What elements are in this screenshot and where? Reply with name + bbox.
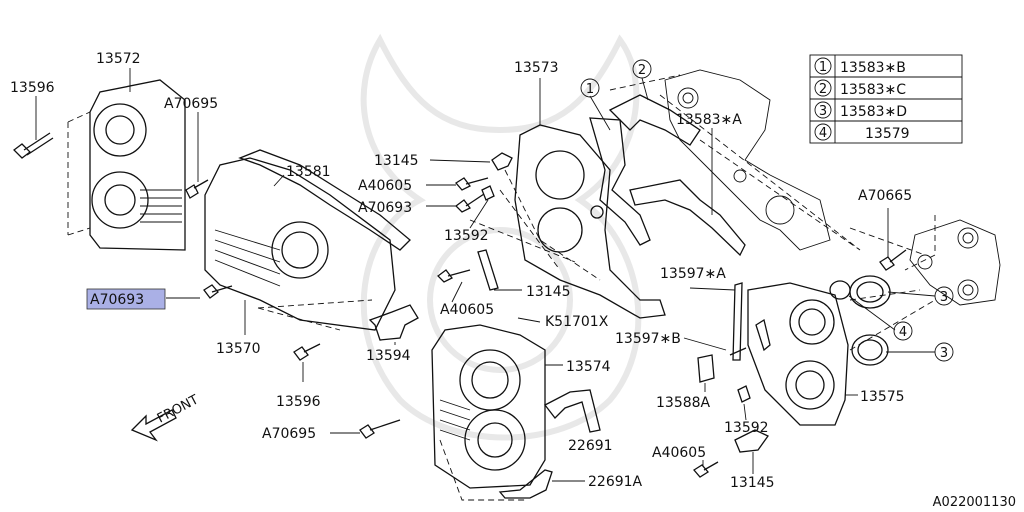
label-13596-upper[interactable]: 13596 (10, 80, 55, 96)
bracket-22691 (544, 389, 601, 433)
legend-num-4: 4 (819, 126, 827, 141)
gasket-13583-c (608, 94, 701, 146)
bracket-13594 (368, 304, 419, 341)
o-ring-13579 (829, 280, 851, 300)
label-13145-lower[interactable]: 13145 (730, 475, 775, 491)
figure-code: A022001130 (933, 495, 1016, 510)
watermark-emblem (360, 33, 642, 441)
bracket-22691a (498, 469, 553, 499)
label-a70693-center[interactable]: A70693 (358, 200, 412, 216)
label-k51701x[interactable]: K51701X (545, 314, 609, 330)
bolt-a40605-lower (693, 461, 719, 478)
callout-circle-1 (580, 78, 600, 98)
callout-circle-3a (934, 286, 954, 306)
legend-num-3: 3 (819, 104, 827, 119)
legend-num-1: 1 (819, 60, 827, 75)
bracket-13145-lower (734, 429, 769, 453)
bolt-a40605-upper (455, 177, 489, 191)
label-a70665[interactable]: A70665 (858, 188, 912, 204)
belt-cover-13573 (514, 124, 666, 319)
legend-part-3[interactable]: 13583∗D (840, 104, 907, 120)
bolt-13596-left (13, 132, 54, 159)
callout-4[interactable]: 4 (899, 325, 907, 340)
label-13581[interactable]: 13581 (286, 164, 331, 180)
oil-seal-13583-d-upper (849, 275, 891, 309)
label-13597-b[interactable]: 13597∗B (615, 331, 681, 347)
gasket-13597-a (732, 282, 743, 361)
seal-13592-upper (481, 185, 495, 201)
bolt-13596-lower (293, 343, 321, 361)
label-a40605-upper[interactable]: A40605 (358, 178, 412, 194)
bolt-a70693-selected (203, 284, 233, 299)
label-a70695-lower[interactable]: A70695 (262, 426, 316, 442)
label-13596-lower[interactable]: 13596 (276, 394, 321, 410)
label-13592-lower[interactable]: 13592 (724, 420, 769, 436)
gasket-13597-b (729, 318, 771, 356)
label-13574[interactable]: 13574 (566, 359, 611, 375)
front-belt-cover-13572 (89, 79, 186, 251)
label-13573[interactable]: 13573 (514, 60, 559, 76)
label-a40605-lower[interactable]: A40605 (652, 445, 706, 461)
bolt-a70693-center (455, 193, 485, 213)
front-direction-arrow (130, 409, 177, 442)
label-13588a[interactable]: 13588A (656, 395, 711, 411)
label-13597-a[interactable]: 13597∗A (660, 266, 726, 282)
legend-part-2[interactable]: 13583∗C (840, 82, 906, 98)
selected-part-highlight (86, 288, 166, 310)
belt-cover-13570 (204, 157, 396, 331)
bolt-a70695-upper (185, 179, 209, 199)
callout-3b[interactable]: 3 (940, 346, 948, 361)
label-13570[interactable]: 13570 (216, 341, 261, 357)
gasket-13583-b (589, 117, 651, 246)
legend-table: 1 2 3 4 13583∗B 13583∗C 13583∗D 13579 (809, 54, 963, 144)
label-13594[interactable]: 13594 (366, 348, 411, 364)
engine-block-lower (909, 219, 1001, 306)
bolt-a70665 (879, 249, 907, 271)
label-a70695-upper[interactable]: A70695 (164, 96, 218, 112)
label-front: FRONT (155, 392, 201, 426)
label-22691a[interactable]: 22691A (588, 474, 643, 490)
label-22691[interactable]: 22691 (568, 438, 613, 454)
label-13572[interactable]: 13572 (96, 51, 141, 67)
gasket-13583-a (629, 179, 746, 257)
gasket-13581 (238, 149, 411, 251)
label-13592-upper[interactable]: 13592 (444, 228, 489, 244)
label-13583-a[interactable]: 13583∗A (676, 112, 742, 128)
callout-3a[interactable]: 3 (940, 290, 948, 305)
engine-block-upper (664, 69, 831, 251)
tensioner-13588a (697, 354, 715, 383)
bolt-a40605-center (437, 269, 471, 283)
label-a70693-selected[interactable]: A70693 (90, 292, 144, 308)
label-13145-upper[interactable]: 13145 (374, 153, 419, 169)
bracket-13145-upper (491, 152, 513, 171)
bolt-a70695-lower (359, 419, 401, 439)
label-a40605-center[interactable]: A40605 (440, 302, 494, 318)
label-13145-center[interactable]: 13145 (526, 284, 571, 300)
oil-seal-13583-d-lower (851, 334, 889, 366)
callout-circle-2 (632, 59, 652, 79)
callout-circle-4 (893, 321, 913, 341)
label-13575[interactable]: 13575 (860, 389, 905, 405)
hose-13145-center (477, 249, 499, 291)
callout-1[interactable]: 1 (586, 82, 594, 97)
seal-13592-lower (737, 385, 751, 403)
legend-num-2: 2 (819, 82, 827, 97)
callout-circle-3b (934, 342, 954, 362)
belt-cover-13575 (747, 282, 849, 426)
legend-part-4[interactable]: 13579 (865, 126, 910, 142)
callout-2[interactable]: 2 (638, 63, 646, 78)
legend-part-1[interactable]: 13583∗B (840, 60, 906, 76)
